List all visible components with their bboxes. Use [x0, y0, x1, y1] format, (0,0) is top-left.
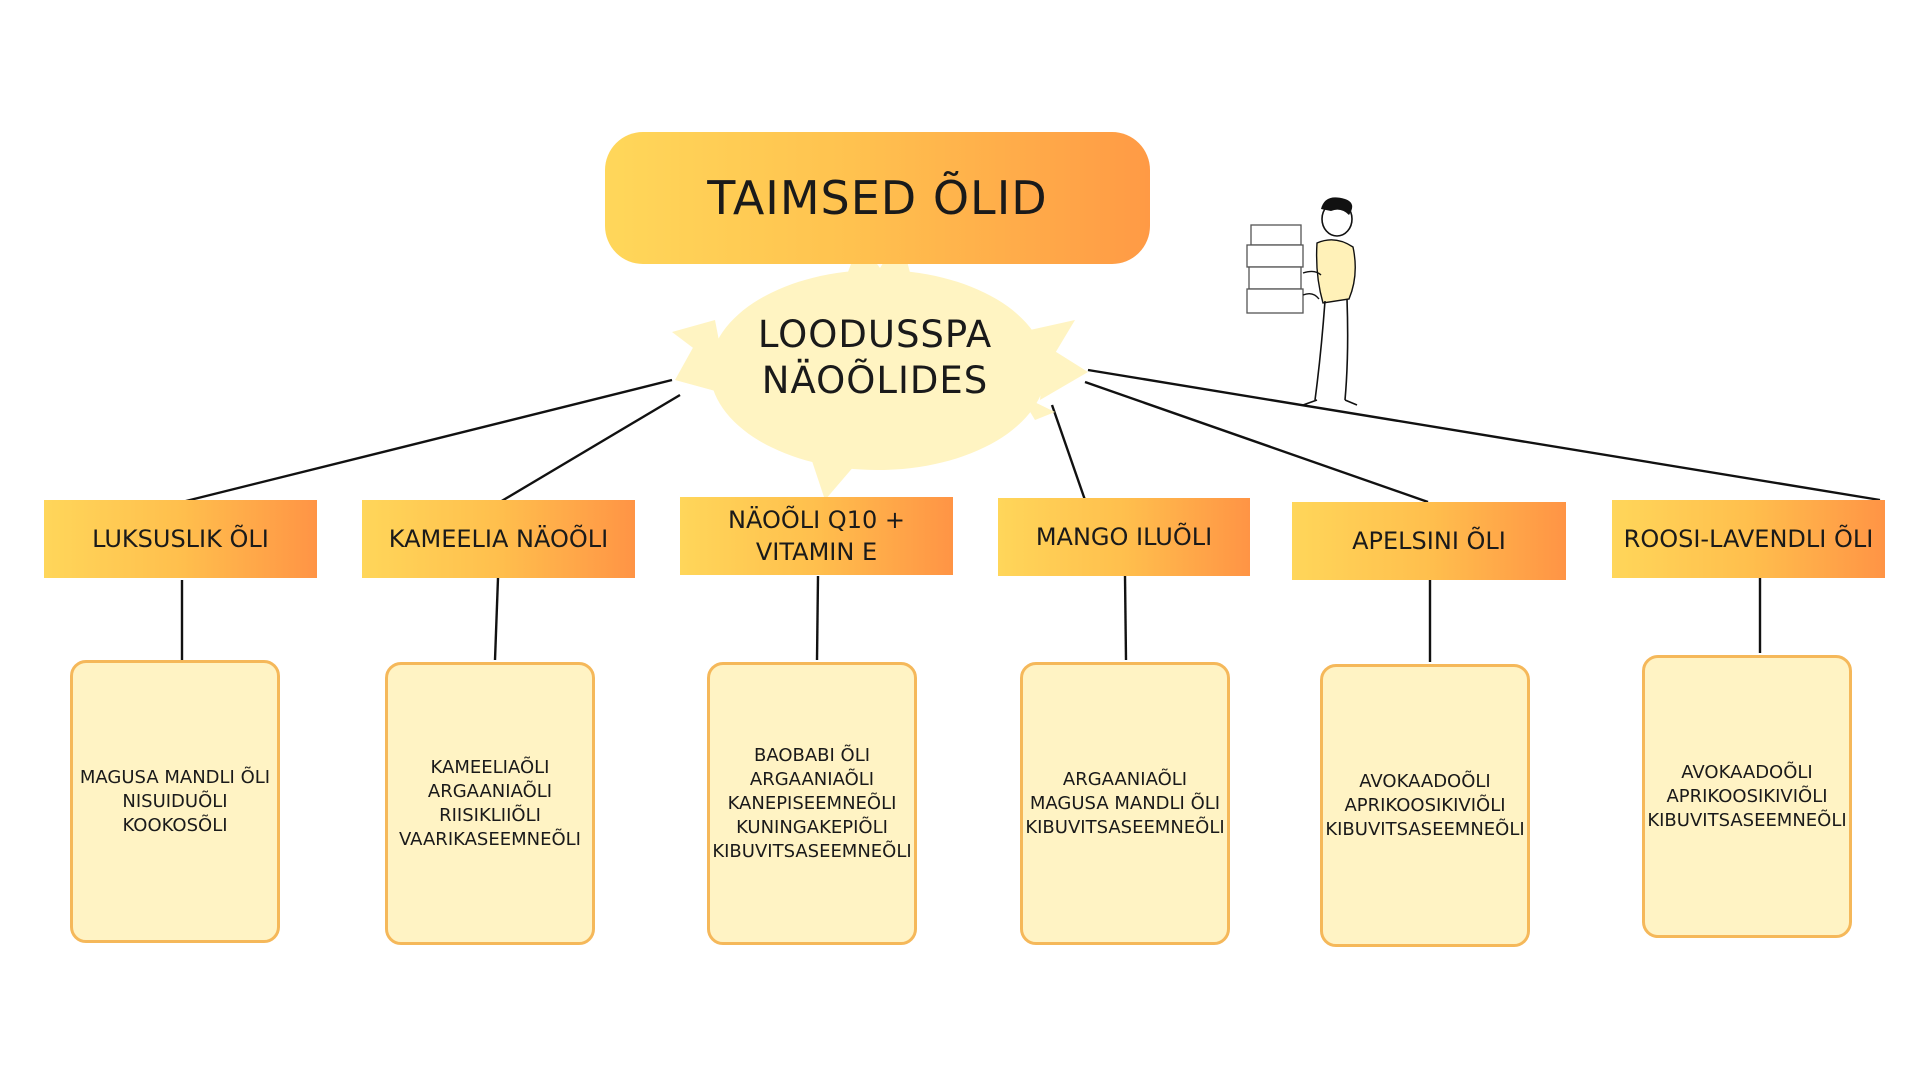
connector-center-cat1: [181, 378, 673, 504]
connector-cat2-card: [493, 577, 500, 661]
category-label: LUKSUSLIK ÕLI: [92, 525, 269, 553]
item-text: AVOKAADOÕLI: [1681, 761, 1813, 783]
item-text: KIBUVITSASEEMNEÕLI: [712, 840, 912, 862]
connector-cat4-card: [1123, 575, 1128, 661]
item-text: NISUIDUÕLI: [122, 790, 228, 812]
connector-center-cat2: [499, 393, 681, 504]
item-card-3: BAOBABI ÕLI ARGAANIAÕLI KANEPISEEMNEÕLI …: [707, 662, 917, 945]
item-text: APRIKOOSIKIVIÕLI: [1344, 794, 1506, 816]
category-box-4: MANGO ILUÕLI: [998, 498, 1250, 576]
center-line-2: NÄOÕLIDES: [761, 359, 989, 402]
category-label: APELSINI ÕLI: [1352, 527, 1506, 555]
category-box-5: APELSINI ÕLI: [1292, 502, 1566, 580]
category-label-line-1: NÄOÕLI Q10 +: [728, 506, 905, 534]
item-card-2: KAMEELIAÕLI ARGAANIAÕLI RIISIKLIIÕLI VAA…: [385, 662, 595, 945]
person-carrying-boxes-illustration: [1246, 197, 1358, 406]
item-text: MAGUSA MANDLI ÕLI: [1029, 792, 1221, 814]
category-box-3: NÄOÕLI Q10 + VITAMIN E: [680, 497, 953, 575]
connector-center-cat5: [1084, 380, 1429, 504]
category-label: KAMEELIA NÄOÕLI: [388, 525, 609, 553]
item-text: MAGUSA MANDLI ÕLI: [79, 766, 271, 788]
item-text: KIBUVITSASEEMNEÕLI: [1025, 816, 1225, 838]
center-node: LOODUSSPA NÄOÕLIDES: [720, 312, 1030, 404]
item-text: AVOKAADOÕLI: [1359, 770, 1491, 792]
item-card-6: AVOKAADOÕLI APRIKOOSIKIVIÕLI KIBUVITSASE…: [1642, 655, 1852, 938]
connector-center-cat6: [1087, 368, 1881, 502]
item-card-1: MAGUSA MANDLI ÕLI NISUIDUÕLI KOOKOSÕLI: [70, 660, 280, 943]
item-text: KANEPISEEMNEÕLI: [727, 792, 897, 814]
item-text: RIISIKLIIÕLI: [439, 804, 541, 826]
item-text: BAOBABI ÕLI: [753, 744, 871, 766]
category-box-6: ROOSI-LAVENDLI ÕLI: [1612, 500, 1885, 578]
item-text: APRIKOOSIKIVIÕLI: [1666, 785, 1828, 807]
category-box-2: KAMEELIA NÄOÕLI: [362, 500, 635, 578]
category-label-line-2: VITAMIN E: [755, 538, 878, 566]
item-text: KIBUVITSASEEMNEÕLI: [1325, 818, 1525, 840]
item-text: VAARIKASEEMNEÕLI: [399, 828, 581, 850]
item-text: KIBUVITSASEEMNEÕLI: [1647, 809, 1847, 831]
category-label: ROOSI-LAVENDLI ÕLI: [1623, 525, 1874, 553]
title-box: TAIMSED ÕLID: [605, 132, 1150, 264]
connector-center-cat4: [1050, 404, 1087, 501]
category-label: MANGO ILUÕLI: [1035, 523, 1213, 551]
item-text: KUNINGAKEPIÕLI: [736, 816, 888, 838]
title-text: TAIMSED ÕLID: [707, 171, 1048, 225]
category-box-1: LUKSUSLIK ÕLI: [44, 500, 317, 578]
item-card-5: AVOKAADOÕLI APRIKOOSIKIVIÕLI KIBUVITSASE…: [1320, 664, 1530, 947]
center-line-1: LOODUSSPA: [757, 313, 993, 356]
item-text: ARGAANIAÕLI: [1062, 768, 1188, 790]
connector-cat3-card: [815, 575, 820, 661]
item-text: ARGAANIAÕLI: [749, 768, 875, 790]
item-text: KAMEELIAÕLI: [430, 756, 550, 778]
item-text: KOOKOSÕLI: [122, 814, 228, 836]
item-card-4: ARGAANIAÕLI MAGUSA MANDLI ÕLI KIBUVITSAS…: [1020, 662, 1230, 945]
item-text: ARGAANIAÕLI: [427, 780, 553, 802]
